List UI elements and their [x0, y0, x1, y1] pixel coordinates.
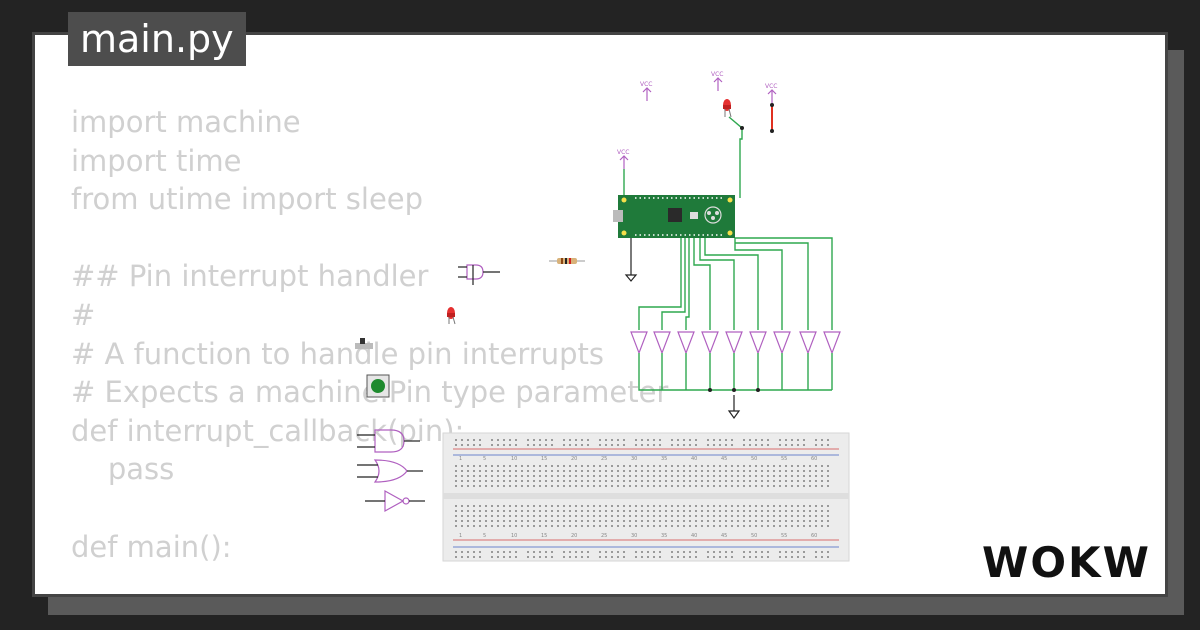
vcc-symbol: VCC [617, 149, 629, 169]
breadboard-column-number: 15 [541, 533, 547, 539]
code-line: import time [71, 143, 242, 178]
led [447, 307, 456, 325]
breadboard-column-number: 15 [541, 456, 547, 462]
breadboard-column-number: 55 [781, 533, 787, 539]
breadboard-column-number: 60 [811, 456, 817, 462]
breadboard-column-number: 30 [631, 456, 637, 462]
code-line: from utime import sleep [71, 182, 424, 217]
code-line: def main(): [71, 529, 232, 564]
vcc-symbol: VCC [640, 81, 652, 101]
breadboard-column-number: 20 [571, 533, 577, 539]
vcc-symbol: VCC [711, 71, 723, 91]
and-gate [357, 429, 420, 453]
slide-switch [355, 338, 373, 349]
breadboard-column-number: 40 [691, 533, 697, 539]
svg-text:VCC: VCC [640, 81, 652, 88]
ground-symbol [727, 395, 741, 420]
ground-symbol [624, 238, 638, 282]
breadboard-column-number: 60 [811, 533, 817, 539]
code-line: # Expects a machine.Pin type parameter [71, 375, 669, 410]
preview-card: import machine import time from utime im… [32, 32, 1168, 597]
code-line: # [71, 297, 96, 332]
buffer-output-wires [638, 353, 833, 391]
wokwi-logo: WOKWi [982, 538, 1150, 585]
vcc-symbol: VCC [765, 83, 777, 103]
circuit-diagram: VCC VCC VCC VCC [355, 71, 850, 562]
svg-text:VCC: VCC [711, 71, 723, 78]
buffer-gates [630, 331, 841, 355]
breadboard-column-number: 20 [571, 456, 577, 462]
breadboard-column-number: 10 [511, 456, 517, 462]
breadboard-column-number: 35 [661, 533, 667, 539]
pushbutton [366, 374, 390, 398]
breadboard-column-number: 40 [691, 456, 697, 462]
svg-text:WOKWi: WOKWi [982, 538, 1150, 585]
breadboard-column-number: 55 [781, 456, 787, 462]
code-line: import machine [71, 105, 301, 139]
green-wire [728, 116, 743, 198]
raspberry-pi-pico [613, 195, 735, 238]
breadboard-column-number: 10 [511, 533, 517, 539]
breadboard: 1 5 10 15 20 25 30 35 40 45 50 55 60 1 5… [442, 432, 850, 562]
code-line: pass [71, 452, 175, 487]
gpio-wires [638, 237, 833, 330]
code-line: # A function to handle pin interrupts [71, 336, 604, 371]
svg-text:VCC: VCC [617, 149, 629, 156]
breadboard-column-number: 50 [751, 533, 757, 539]
breadboard-column-number: 5 [483, 533, 486, 539]
code-line: ## Pin interrupt handler [71, 259, 429, 294]
bus-symbol [458, 264, 500, 285]
breadboard-column-number: 45 [721, 456, 727, 462]
breadboard-column-number: 30 [631, 533, 637, 539]
resistor [549, 258, 585, 264]
breadboard-column-number: 1 [459, 456, 462, 462]
breadboard-column-number: 1 [459, 533, 462, 539]
file-tab: main.py [68, 12, 246, 66]
breadboard-column-number: 25 [601, 456, 607, 462]
breadboard-column-number: 45 [721, 533, 727, 539]
code-preview: import machine import time from utime im… [71, 103, 668, 566]
or-gate [357, 459, 423, 483]
breadboard-column-number: 5 [483, 456, 486, 462]
not-gate [365, 489, 425, 513]
code-line: def interrupt_callback(pin): [71, 413, 465, 448]
breadboard-column-number: 35 [661, 456, 667, 462]
breadboard-column-number: 25 [601, 533, 607, 539]
led [723, 99, 732, 118]
svg-text:VCC: VCC [765, 83, 777, 90]
breadboard-column-number: 50 [751, 456, 757, 462]
